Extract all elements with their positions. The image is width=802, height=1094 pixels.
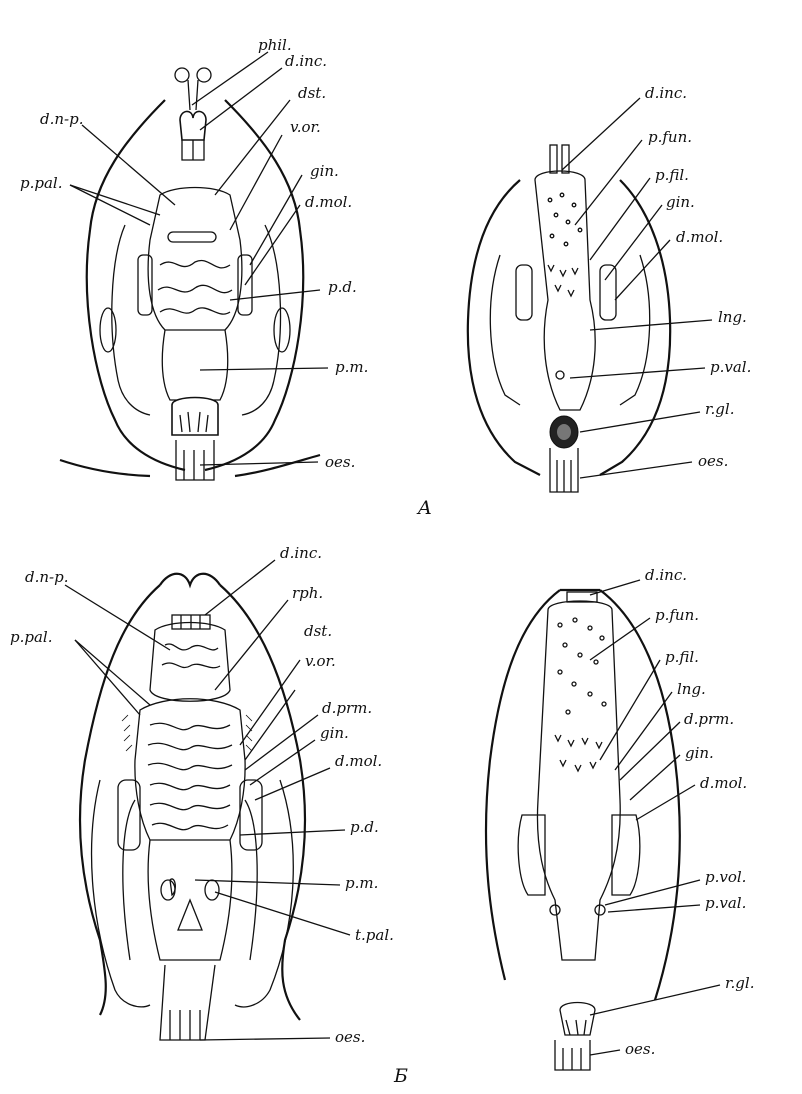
leader-lines: [65, 52, 720, 1055]
label-dst: dst.: [304, 622, 332, 640]
label-v-or: v.or.: [290, 118, 321, 136]
label-d-mol: d.mol.: [700, 774, 747, 792]
label-p-fun: p.fun.: [655, 606, 699, 624]
label-gin: gin.: [666, 193, 695, 211]
label-p-d: p.d.: [350, 818, 379, 836]
papillae-dots-a: [548, 193, 582, 246]
label-oes: oes.: [698, 452, 728, 470]
label-p-m: p.m.: [335, 358, 368, 376]
label-gin: gin.: [320, 724, 349, 742]
label-d-mol: d.mol.: [335, 752, 382, 770]
label-oes: oes.: [325, 453, 355, 471]
label-dst: dst.: [298, 84, 326, 102]
labels-b-left: d.n-p. d.inc. rph. p.pal. dst. v.or. d.p…: [10, 544, 394, 1046]
label-p-pal: p.pal.: [10, 628, 52, 646]
drawing-b-left: [80, 574, 305, 1040]
drawing-b-right: [486, 590, 680, 1070]
label-gin: gin.: [685, 744, 714, 762]
label-oes: oes.: [625, 1040, 655, 1058]
label-d-inc: d.inc.: [285, 52, 327, 70]
label-d-n-p: d.n-p.: [40, 110, 83, 128]
label-gin: gin.: [310, 162, 339, 180]
label-oes: oes.: [335, 1028, 365, 1046]
panel-tag-b: Б: [393, 1065, 408, 1087]
label-p-val: p.val.: [710, 358, 751, 376]
label-d-inc: d.inc.: [280, 544, 322, 562]
label-d-prm: d.prm.: [684, 710, 734, 728]
label-v-or: v.or.: [305, 652, 336, 670]
label-d-inc: d.inc.: [645, 84, 687, 102]
label-p-vol: p.vol.: [705, 868, 746, 886]
label-p-fil: p.fil.: [665, 648, 699, 666]
papillae-dots-b: [558, 618, 606, 714]
label-p-fun: p.fun.: [648, 128, 692, 146]
drawing-a-left: [60, 68, 320, 480]
label-d-inc: d.inc.: [645, 566, 687, 584]
label-d-prm: d.prm.: [322, 699, 372, 717]
label-r-gl: r.gl.: [705, 400, 734, 418]
label-r-gl: r.gl.: [725, 974, 754, 992]
labels-b-right: d.inc. p.fun. p.fil. lng. d.prm. gin. d.…: [625, 566, 754, 1058]
label-p-m: p.m.: [345, 874, 378, 892]
label-d-mol: d.mol.: [305, 193, 352, 211]
drawing-a-right: [468, 145, 670, 492]
label-lng: lng.: [718, 308, 747, 326]
label-rph: rph.: [292, 584, 323, 602]
label-p-fil: p.fil.: [655, 166, 689, 184]
label-t-pal: t.pal.: [355, 926, 394, 944]
label-d-mol: d.mol.: [676, 228, 723, 246]
label-p-pal: p.pal.: [20, 174, 62, 192]
label-lng: lng.: [677, 680, 706, 698]
panel-tag-a: A: [416, 497, 432, 519]
label-p-val: p.val.: [705, 894, 746, 912]
label-d-n-p: d.n-p.: [25, 568, 68, 586]
label-p-d: p.d.: [328, 278, 357, 296]
